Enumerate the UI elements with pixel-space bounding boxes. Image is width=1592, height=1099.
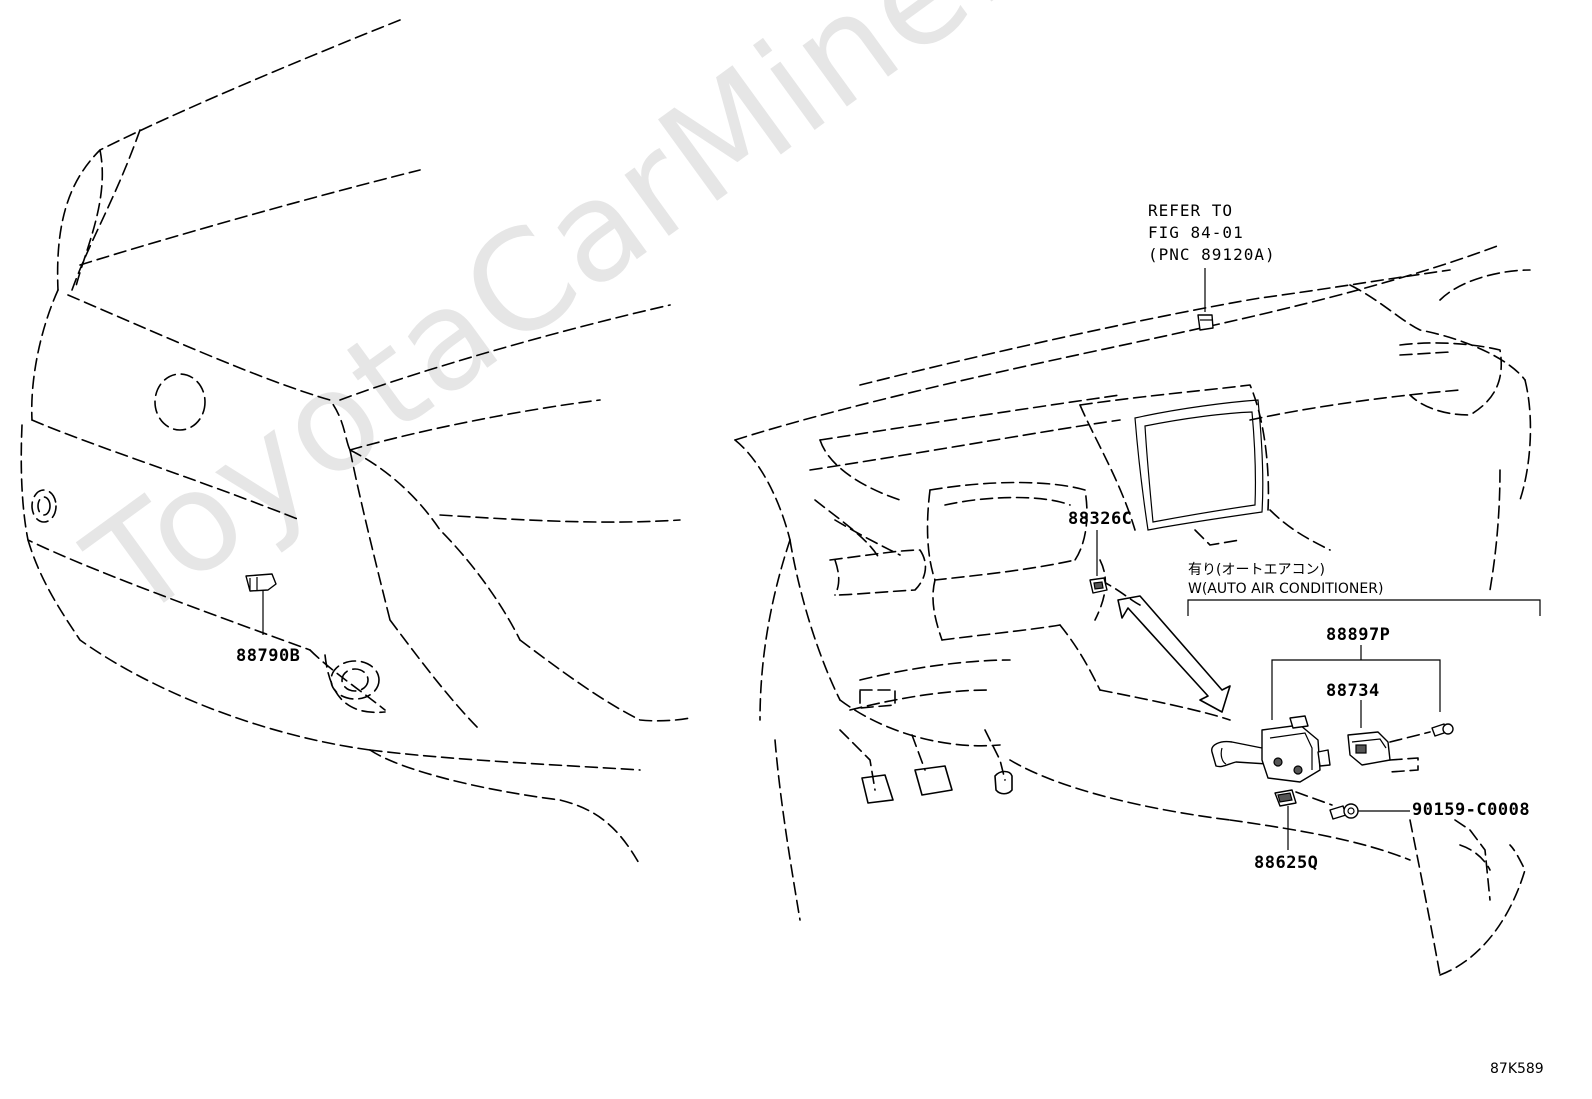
callout-88625q: 88625Q (1254, 853, 1319, 873)
front-ambient-sensor-part (245, 573, 277, 635)
instrument-panel-outline (734, 244, 1532, 976)
callout-88326c: 88326C (1068, 509, 1133, 529)
callout-88897p: 88897P (1326, 625, 1391, 645)
refer-note-line3: (PNC 89120A) (1148, 245, 1276, 264)
condition-note-jp: 有り(オートエアコン) (1188, 562, 1325, 578)
auto-ac-bracket (1187, 599, 1541, 728)
figure-number: 87K589 (1490, 1061, 1544, 1077)
connector-part (1274, 789, 1333, 850)
dash-sensor-part (1089, 530, 1108, 594)
callout-88734: 88734 (1326, 681, 1380, 701)
aspirator-assembly (1211, 715, 1331, 783)
refer-note-line2: FIG 84-01 (1148, 223, 1244, 242)
refer-note-line1: REFER TO (1148, 201, 1234, 220)
screw-part (1431, 723, 1454, 737)
callout-90159-c0008: 90159-C0008 (1412, 800, 1531, 820)
ac-sensor-part (1347, 731, 1431, 773)
condition-note-en: W(AUTO AIR CONDITIONER) (1188, 581, 1384, 597)
callout-88790b: 88790B (236, 646, 301, 666)
bolt-part (1329, 803, 1410, 820)
front-vehicle-outline (20, 19, 691, 866)
solar-sensor-part (1197, 268, 1214, 331)
